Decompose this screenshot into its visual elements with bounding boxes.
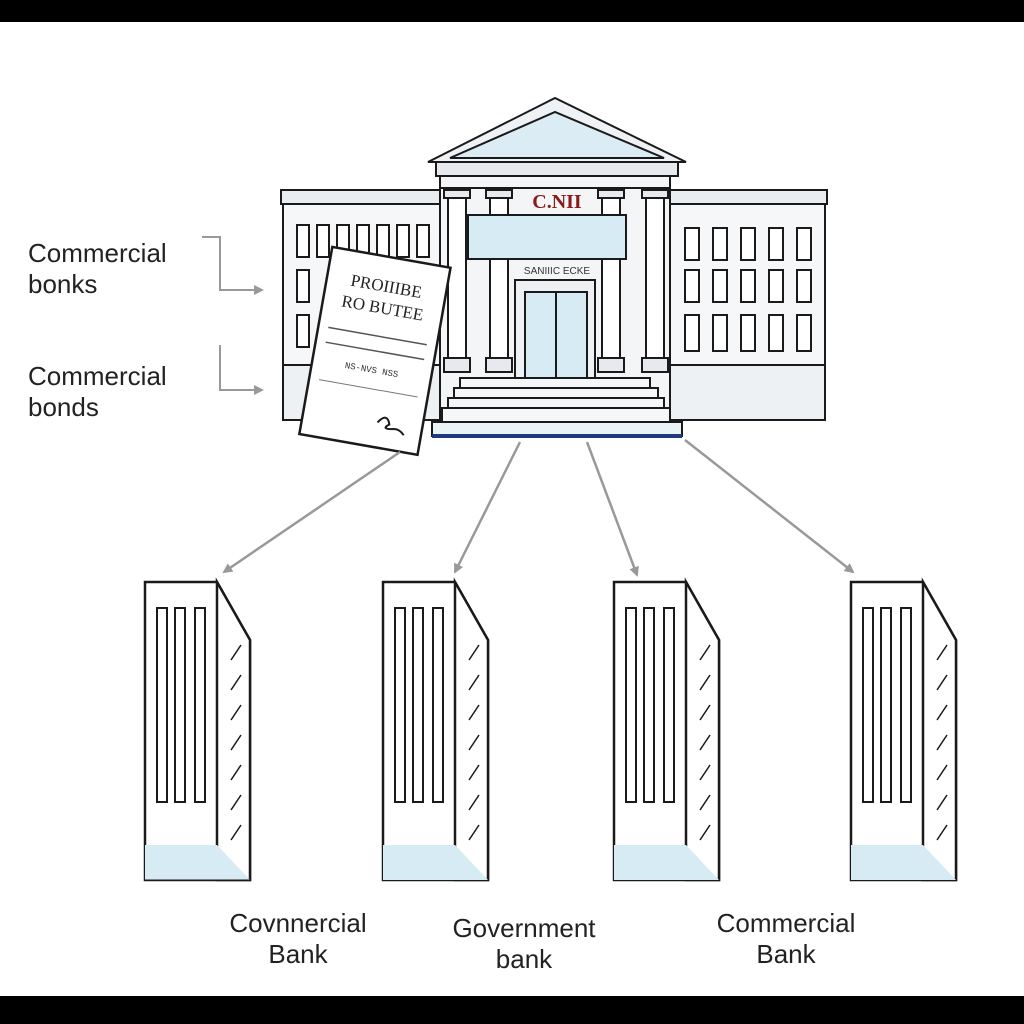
bank-block-4 — [849, 577, 958, 882]
bottom-label-government-bank: Government bank — [414, 913, 634, 975]
bottom-label-3-line1: Commercial — [716, 908, 856, 938]
arrow-to-bank-3 — [585, 441, 639, 577]
bank-block-2 — [381, 577, 490, 882]
bottom-label-1-line2: Bank — [268, 939, 328, 970]
building-base — [431, 421, 683, 437]
diagram-stage: C.NII SANIIIC ECKE PROIIIBE RO BUTEE NS-… — [0, 22, 1024, 996]
side-label-commercial-banks: Commercial bonks — [28, 238, 228, 300]
bottom-label-commercial-bank-left: Covnnercial Bank — [188, 908, 408, 970]
arrow-to-bank-1 — [222, 450, 401, 574]
side-label-2-line2: bonds — [28, 392, 99, 423]
bottom-label-1-line1: Covnnercial — [229, 908, 367, 938]
side-label-commercial-bonds: Commercial bonds — [28, 361, 228, 423]
bottom-label-2-line2: bank — [495, 944, 553, 975]
right-wing-windows — [684, 227, 812, 352]
bottom-label-3-line2: Bank — [756, 939, 816, 970]
bank-block-3 — [612, 577, 721, 882]
side-label-2-line1: Commercial — [28, 361, 167, 391]
entrance-sign: SANIIIC ECKE — [524, 266, 590, 277]
side-label-1-line2: bonks — [28, 269, 98, 300]
sign-band — [467, 214, 627, 260]
side-connectors — [202, 236, 264, 395]
central-bank-building — [280, 96, 828, 437]
arrow-to-bank-2 — [453, 441, 522, 574]
bottom-label-2-line1: Government — [452, 913, 596, 943]
side-label-1-line1: Commercial — [28, 238, 167, 268]
signature-mark — [376, 416, 405, 436]
diagram-svg: C.NII SANIIIC ECKE PROIIIBE RO BUTEE NS-… — [143, 96, 958, 882]
arrow-to-bank-4 — [684, 439, 855, 574]
bottom-label-commercial-bank-right: Commercial Bank — [676, 908, 896, 970]
bond-document: PROIIIBE RO BUTEE NS-NVS NSS — [297, 245, 452, 457]
bank-sign: C.NII — [532, 191, 582, 213]
bank-block-1 — [143, 577, 252, 882]
distribution-arrows — [222, 439, 855, 577]
base-blue-line — [432, 434, 682, 438]
